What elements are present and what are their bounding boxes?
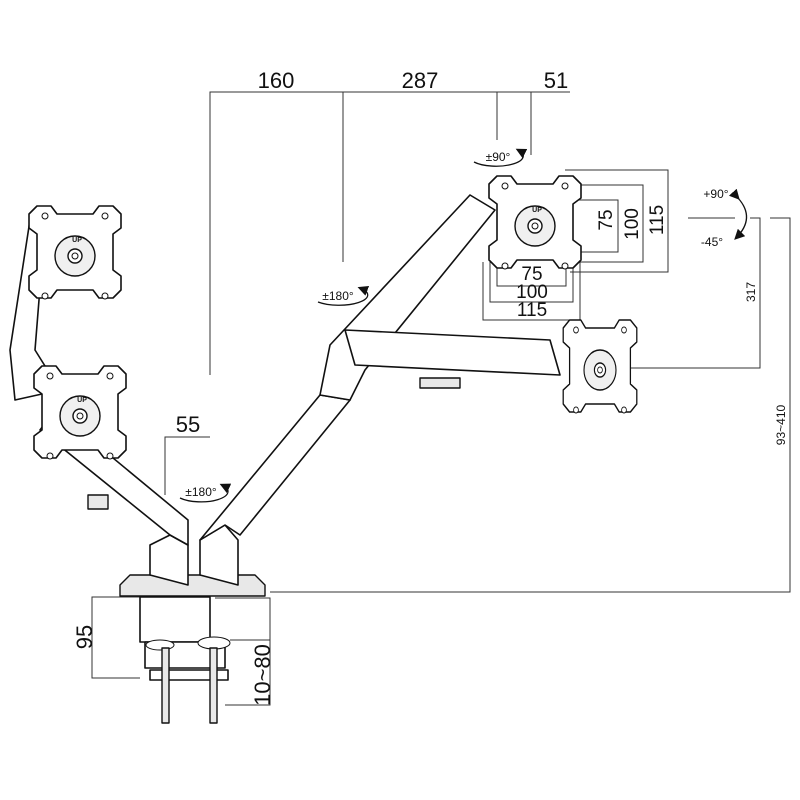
- dim-height-range: 93~410: [774, 404, 788, 445]
- vesa-plate-left-bottom: UP: [33, 365, 127, 460]
- rotation-indicators: [179, 148, 748, 503]
- vesa-h-75: 75: [521, 264, 542, 285]
- dimension-labels: 160 287 51 ±90° +90° -45° 75 100 115 75 …: [72, 68, 788, 706]
- svg-text:UP: UP: [532, 207, 542, 214]
- vesa-v-100: 100: [622, 208, 643, 240]
- vesa-plate-right-side: [562, 319, 638, 414]
- desk-clamp: [119, 574, 266, 724]
- vesa-h-100: 100: [516, 282, 548, 303]
- svg-text:UP: UP: [72, 237, 82, 244]
- rotation-arrow-icon: [317, 285, 370, 306]
- vesa-plate-right-top: UP: [488, 175, 582, 270]
- vesa-h-115: 115: [517, 300, 547, 321]
- dim-160: 160: [258, 68, 295, 93]
- tilt-arrow-icon: [728, 188, 748, 240]
- tilt-down-label: -45°: [701, 235, 723, 249]
- dim-51: 51: [544, 68, 568, 93]
- base-rotation-label: ±180°: [185, 485, 217, 499]
- vesa-v-115: 115: [647, 205, 668, 235]
- dim-55: 55: [176, 412, 200, 437]
- dim-95: 95: [72, 625, 97, 649]
- vesa-v-75: 75: [596, 209, 617, 230]
- rotation-arrow-icon: [179, 483, 232, 503]
- vesa-plate-left-top: UP: [28, 205, 122, 300]
- dim-287: 287: [402, 68, 439, 93]
- head-rotation-label: ±90°: [486, 150, 511, 164]
- arm-rotation-label: ±180°: [322, 289, 354, 303]
- dim-desk-thickness: 10~80: [250, 644, 275, 706]
- rotation-arrow-icon: [473, 148, 528, 167]
- dimension-lines: [91, 91, 791, 706]
- dim-317: 317: [744, 282, 758, 302]
- svg-text:UP: UP: [77, 397, 87, 404]
- tilt-up-label: +90°: [703, 187, 728, 201]
